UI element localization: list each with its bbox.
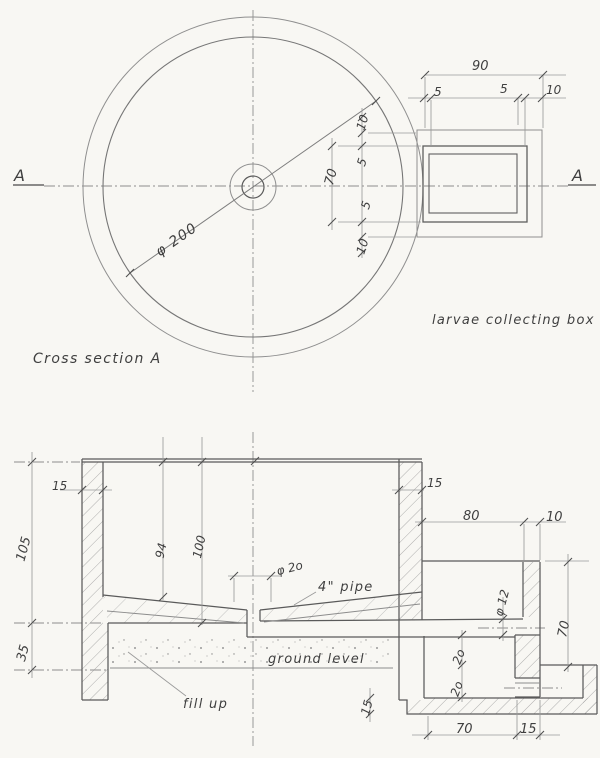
outlet-diameter-label: φ 12 [492,588,513,618]
pipe-leader-line [293,591,317,606]
section-outline [81,458,598,715]
dim-depth-100: 100 [190,534,209,560]
dim-v-5-top: 5 [354,156,370,168]
drain-inner-circle [241,175,265,199]
drain-diameter-label: φ 2o [275,558,304,578]
floor-left-hatch [103,596,247,623]
hatching [82,462,597,714]
dim-depth-94: 94 [153,542,170,560]
tank-inner-circle [102,36,404,338]
dim-height-105: 105 [14,535,35,563]
section-light-lines [106,603,540,684]
dim-total-width: 90 [472,59,489,74]
dim-slab-15: 15 [358,698,375,716]
dim-v-10-top: 10 [353,113,371,132]
section-marker-left: A [13,166,25,185]
collecting-box-middle [422,145,528,223]
fill-leader-line [127,651,187,697]
slab-hatch [424,698,597,714]
cross-section-caption: Cross section A [33,351,162,367]
dim-w-seg-10: 10 [546,83,562,97]
collecting-box-inner [428,153,518,214]
dim-right-10: 10 [546,510,563,525]
dim-pit-20a: 2o [450,647,468,666]
lower-block-hatch [515,635,540,678]
left-wall-hatch [82,462,103,623]
right-wall-hatch [399,462,422,620]
dim-bottom-70: 70 [456,722,473,737]
floor-right-hatch [260,593,422,621]
collecting-box-outer [416,129,543,238]
left-foot-hatch [82,623,108,700]
top-view [13,16,596,358]
dim-w-seg-5b: 5 [500,82,508,96]
slab-left-hatch [407,700,424,714]
dim-bottom-15: 15 [520,722,537,737]
dim-base-35: 35 [14,643,33,663]
centerlines [14,10,570,746]
dim-wall-left-15: 15 [52,479,67,493]
dimension-ticks [27,70,573,740]
fill-up-label: fill up [183,697,228,712]
dim-right-70: 70 [555,619,573,638]
pipe-label: 4" pipe [318,580,374,595]
diameter-label: φ 200 [153,220,201,260]
dim-v-10-bot: 10 [353,237,371,256]
dim-v-70: 70 [322,167,341,187]
dim-right-80: 80 [463,509,480,524]
dim-v-5-bot: 5 [358,199,374,211]
section-marker-right: A [571,166,583,185]
column-hatch [523,562,540,617]
concrete-stipple [110,639,392,666]
dim-w-seg-5a: 5 [434,85,442,99]
dim-wall-right-15: 15 [427,476,442,490]
collecting-box-caption: larvae collecting box [432,313,595,328]
ground-level-label: ground level [268,652,365,667]
dim-pit-20b: 2o [448,679,466,698]
drain-outer-circle [229,163,277,211]
diameter-dimension-line [129,100,377,274]
